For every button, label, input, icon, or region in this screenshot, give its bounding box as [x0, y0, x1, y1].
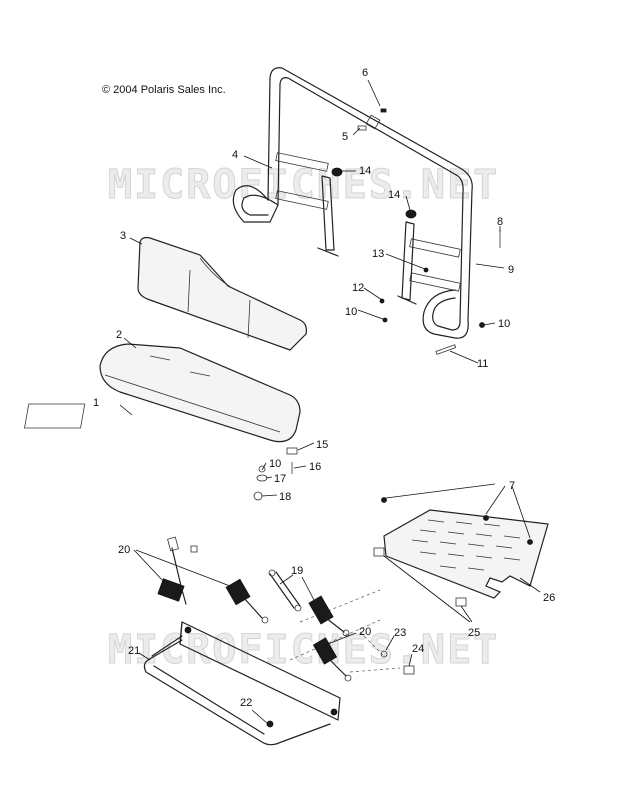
callout-6: 6 — [362, 67, 368, 79]
floor-panel — [373, 497, 549, 607]
callout-7: 7 — [509, 480, 515, 492]
callout-22: 22 — [240, 697, 252, 709]
callout-8: 8 — [497, 216, 503, 228]
callout-9: 9 — [508, 264, 514, 276]
callout-21: 21 — [128, 645, 140, 657]
callout-20-left: 20 — [118, 544, 130, 556]
callout-14-right: 14 — [388, 189, 400, 201]
callout-10-lower: 10 — [269, 458, 281, 470]
callout-10-upper: 10 — [345, 306, 357, 318]
roll-bar — [232, 67, 473, 339]
seat-bottom — [99, 343, 301, 443]
callout-numbers: 1 2 3 4 5 6 7 8 9 10 10 10 11 12 13 14 1… — [93, 67, 555, 709]
callout-10-right: 10 — [498, 318, 510, 330]
seat-back — [137, 236, 307, 351]
callout-12: 12 — [352, 282, 364, 294]
nut-23 — [380, 650, 388, 658]
watermark-top: MICROFICHES.NET — [108, 162, 499, 208]
callout-13: 13 — [372, 248, 384, 260]
callout-24: 24 — [412, 643, 424, 655]
seat-label — [24, 403, 86, 429]
callout-2: 2 — [116, 329, 122, 341]
leader-lines — [119, 79, 541, 725]
callout-3: 3 — [120, 230, 126, 242]
watermark-bottom: MICROFICHES.NET — [108, 627, 499, 673]
alignment-lines — [289, 589, 401, 673]
callout-20-right: 20 — [359, 626, 371, 638]
seat-belts — [157, 536, 352, 682]
callout-11: 11 — [477, 358, 488, 370]
callout-15: 15 — [316, 439, 328, 451]
roll-bar-hardware — [331, 108, 501, 355]
callout-19: 19 — [291, 565, 303, 577]
callout-16: 16 — [309, 461, 321, 473]
callout-25: 25 — [468, 627, 480, 639]
callout-1: 1 — [93, 397, 99, 409]
copyright-notice: © 2004 Polaris Sales Inc. — [102, 84, 226, 96]
callout-18: 18 — [279, 491, 291, 503]
callout-14-left: 14 — [359, 165, 371, 177]
callout-17: 17 — [274, 473, 286, 485]
callout-4: 4 — [232, 149, 238, 161]
callout-26: 26 — [543, 592, 555, 604]
callout-5: 5 — [342, 131, 348, 143]
seat-base-frame — [143, 621, 341, 746]
callout-23: 23 — [394, 627, 406, 639]
